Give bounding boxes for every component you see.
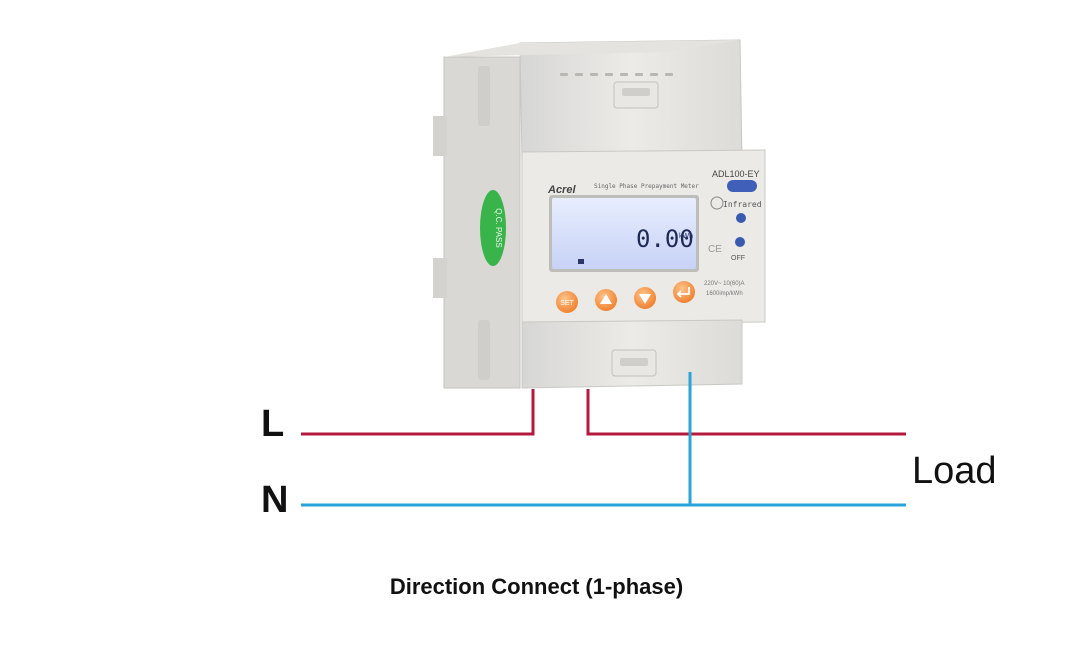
infrared-label: Infrared xyxy=(723,200,762,209)
qc-sticker-text: Q.C. PASS xyxy=(494,208,503,247)
set-button-label: SET xyxy=(560,300,574,307)
meter-brand: Acrel xyxy=(547,184,576,196)
status-led xyxy=(735,237,745,247)
energy-meter: Q.C. PASS Acrel Single Phase Prepayment … xyxy=(433,39,766,389)
line-label: L xyxy=(261,403,284,445)
off-label: OFF xyxy=(731,255,745,262)
neutral-label: N xyxy=(261,479,288,521)
down-arrow-icon xyxy=(639,294,651,304)
meter-description: Single Phase Prepayment Meter xyxy=(594,183,699,190)
enter-arrow-icon xyxy=(676,287,690,298)
line-wire xyxy=(301,389,906,436)
neutral-wire xyxy=(301,372,906,507)
qc-pass-sticker: Q.C. PASS xyxy=(480,190,506,266)
lcd-lock-icon xyxy=(578,259,584,264)
meter-model: ADL100-EY xyxy=(712,169,760,179)
diagram-caption: Direction Connect (1-phase) xyxy=(389,574,684,599)
rating-line-2: 1600imp/kWh xyxy=(706,291,743,297)
load-label: Load xyxy=(912,450,997,492)
lcd-unit: kWh xyxy=(679,233,693,240)
lcd-reading: 0.00 xyxy=(636,225,694,253)
infrared-window xyxy=(727,180,757,192)
rating-line-1: 220V~ 10(60)A xyxy=(704,281,745,287)
enter-button[interactable] xyxy=(673,281,695,303)
set-button[interactable]: SET xyxy=(556,291,578,313)
down-button[interactable] xyxy=(634,287,656,309)
lcd-display: 0.00 kWh xyxy=(549,195,699,272)
up-button[interactable] xyxy=(595,289,617,311)
up-arrow-icon xyxy=(600,294,612,304)
pulse-led xyxy=(736,213,746,223)
ce-mark: CE xyxy=(708,244,722,255)
